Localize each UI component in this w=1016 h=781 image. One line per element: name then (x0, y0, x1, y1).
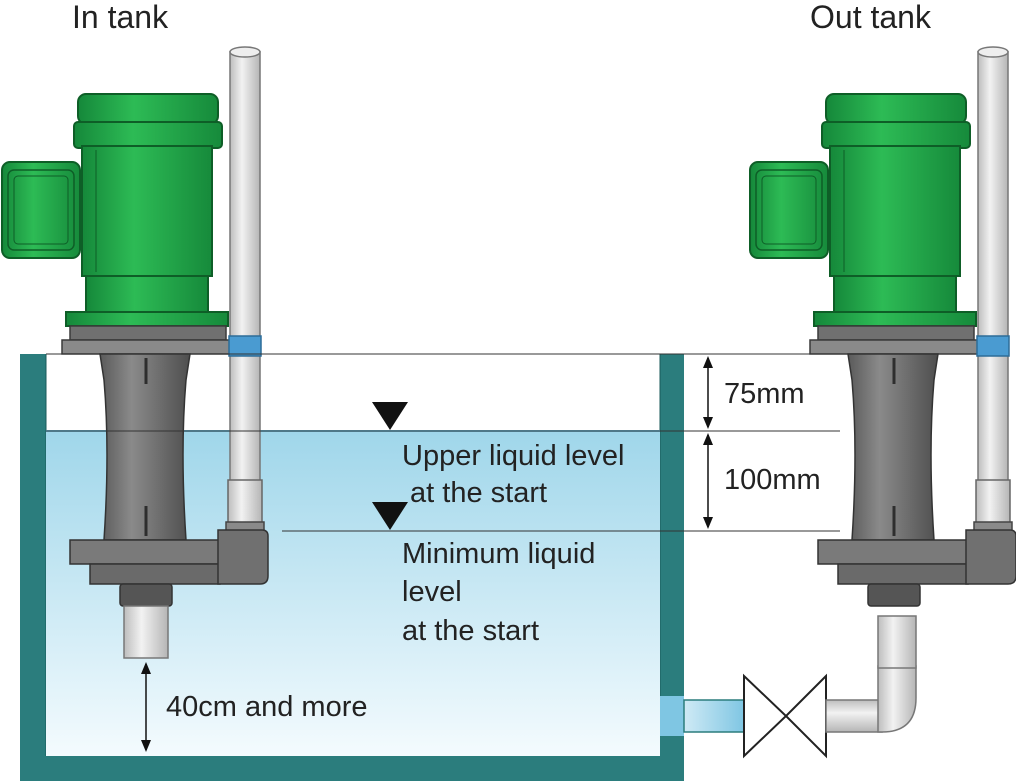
in-tank-pump (0, 45, 270, 659)
upper-level-label-line2: at the start (402, 477, 547, 509)
min-level-label-line1: Minimum liquid (402, 538, 595, 570)
in-tank-title: In tank (72, 0, 169, 35)
valve-icon (743, 673, 827, 759)
min-level-label-line2: level (402, 576, 462, 608)
min-level-marker-icon (372, 502, 408, 530)
out-tank-pump (748, 45, 1016, 608)
upper-level-label-line1: Upper liquid level (402, 440, 624, 472)
min-level-label-line3: at the start (402, 615, 539, 647)
dimension-100-label: 100mm (724, 464, 821, 496)
tank-wall-right (660, 354, 684, 696)
clearance-label: 40cm and more (166, 691, 368, 723)
suction-pipe-out (825, 615, 917, 733)
clearance-arrow (141, 662, 151, 752)
outlet-pipe (683, 699, 745, 733)
upper-level-marker-icon (372, 402, 408, 430)
out-tank-title: Out tank (810, 0, 932, 35)
level-lines (46, 353, 840, 532)
dimension-75-label: 75mm (724, 378, 805, 410)
dimension-arrows (703, 356, 713, 529)
